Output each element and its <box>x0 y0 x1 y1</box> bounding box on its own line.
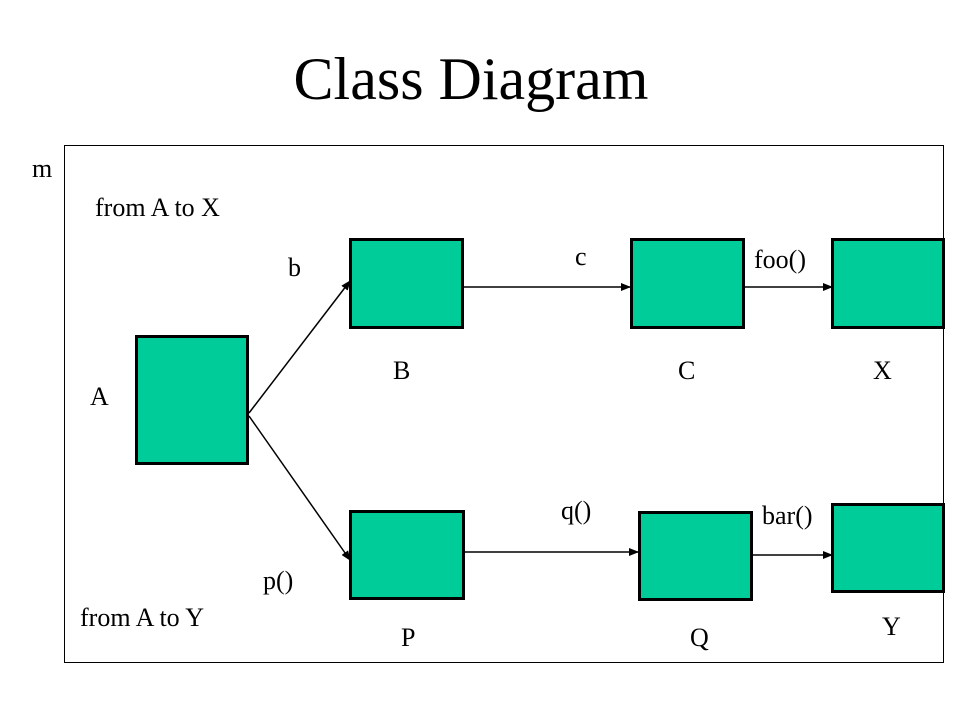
diagram-frame <box>64 145 944 663</box>
path-label-bottom: from A to Y <box>80 603 204 632</box>
frame-label: m <box>32 154 53 183</box>
edge-label-a-b: b <box>288 253 301 282</box>
class-box-x[interactable] <box>831 238 945 329</box>
edge-label-c-x: foo() <box>754 245 806 274</box>
node-label-q: Q <box>690 623 709 652</box>
edge-a-b <box>248 280 351 414</box>
node-label-y: Y <box>882 612 901 641</box>
path-label-top: from A to X <box>95 193 220 222</box>
edge-label-p-q: q() <box>561 496 592 525</box>
edge-a-p <box>248 415 351 561</box>
edge-label-a-p: p() <box>263 566 294 595</box>
class-box-a[interactable] <box>135 335 249 465</box>
class-box-y[interactable] <box>831 503 945 593</box>
class-box-q[interactable] <box>638 511 753 601</box>
page-title: Class Diagram <box>293 46 649 112</box>
class-box-b[interactable] <box>349 238 464 329</box>
edge-label-q-y: bar() <box>762 501 813 530</box>
node-label-x: X <box>873 356 892 385</box>
node-label-b: B <box>393 356 411 385</box>
edge-label-b-c: c <box>575 242 587 271</box>
node-label-a: A <box>90 382 109 411</box>
node-label-c: C <box>678 356 696 385</box>
class-box-c[interactable] <box>630 238 745 329</box>
class-box-p[interactable] <box>349 510 465 600</box>
node-label-p: P <box>401 623 416 652</box>
